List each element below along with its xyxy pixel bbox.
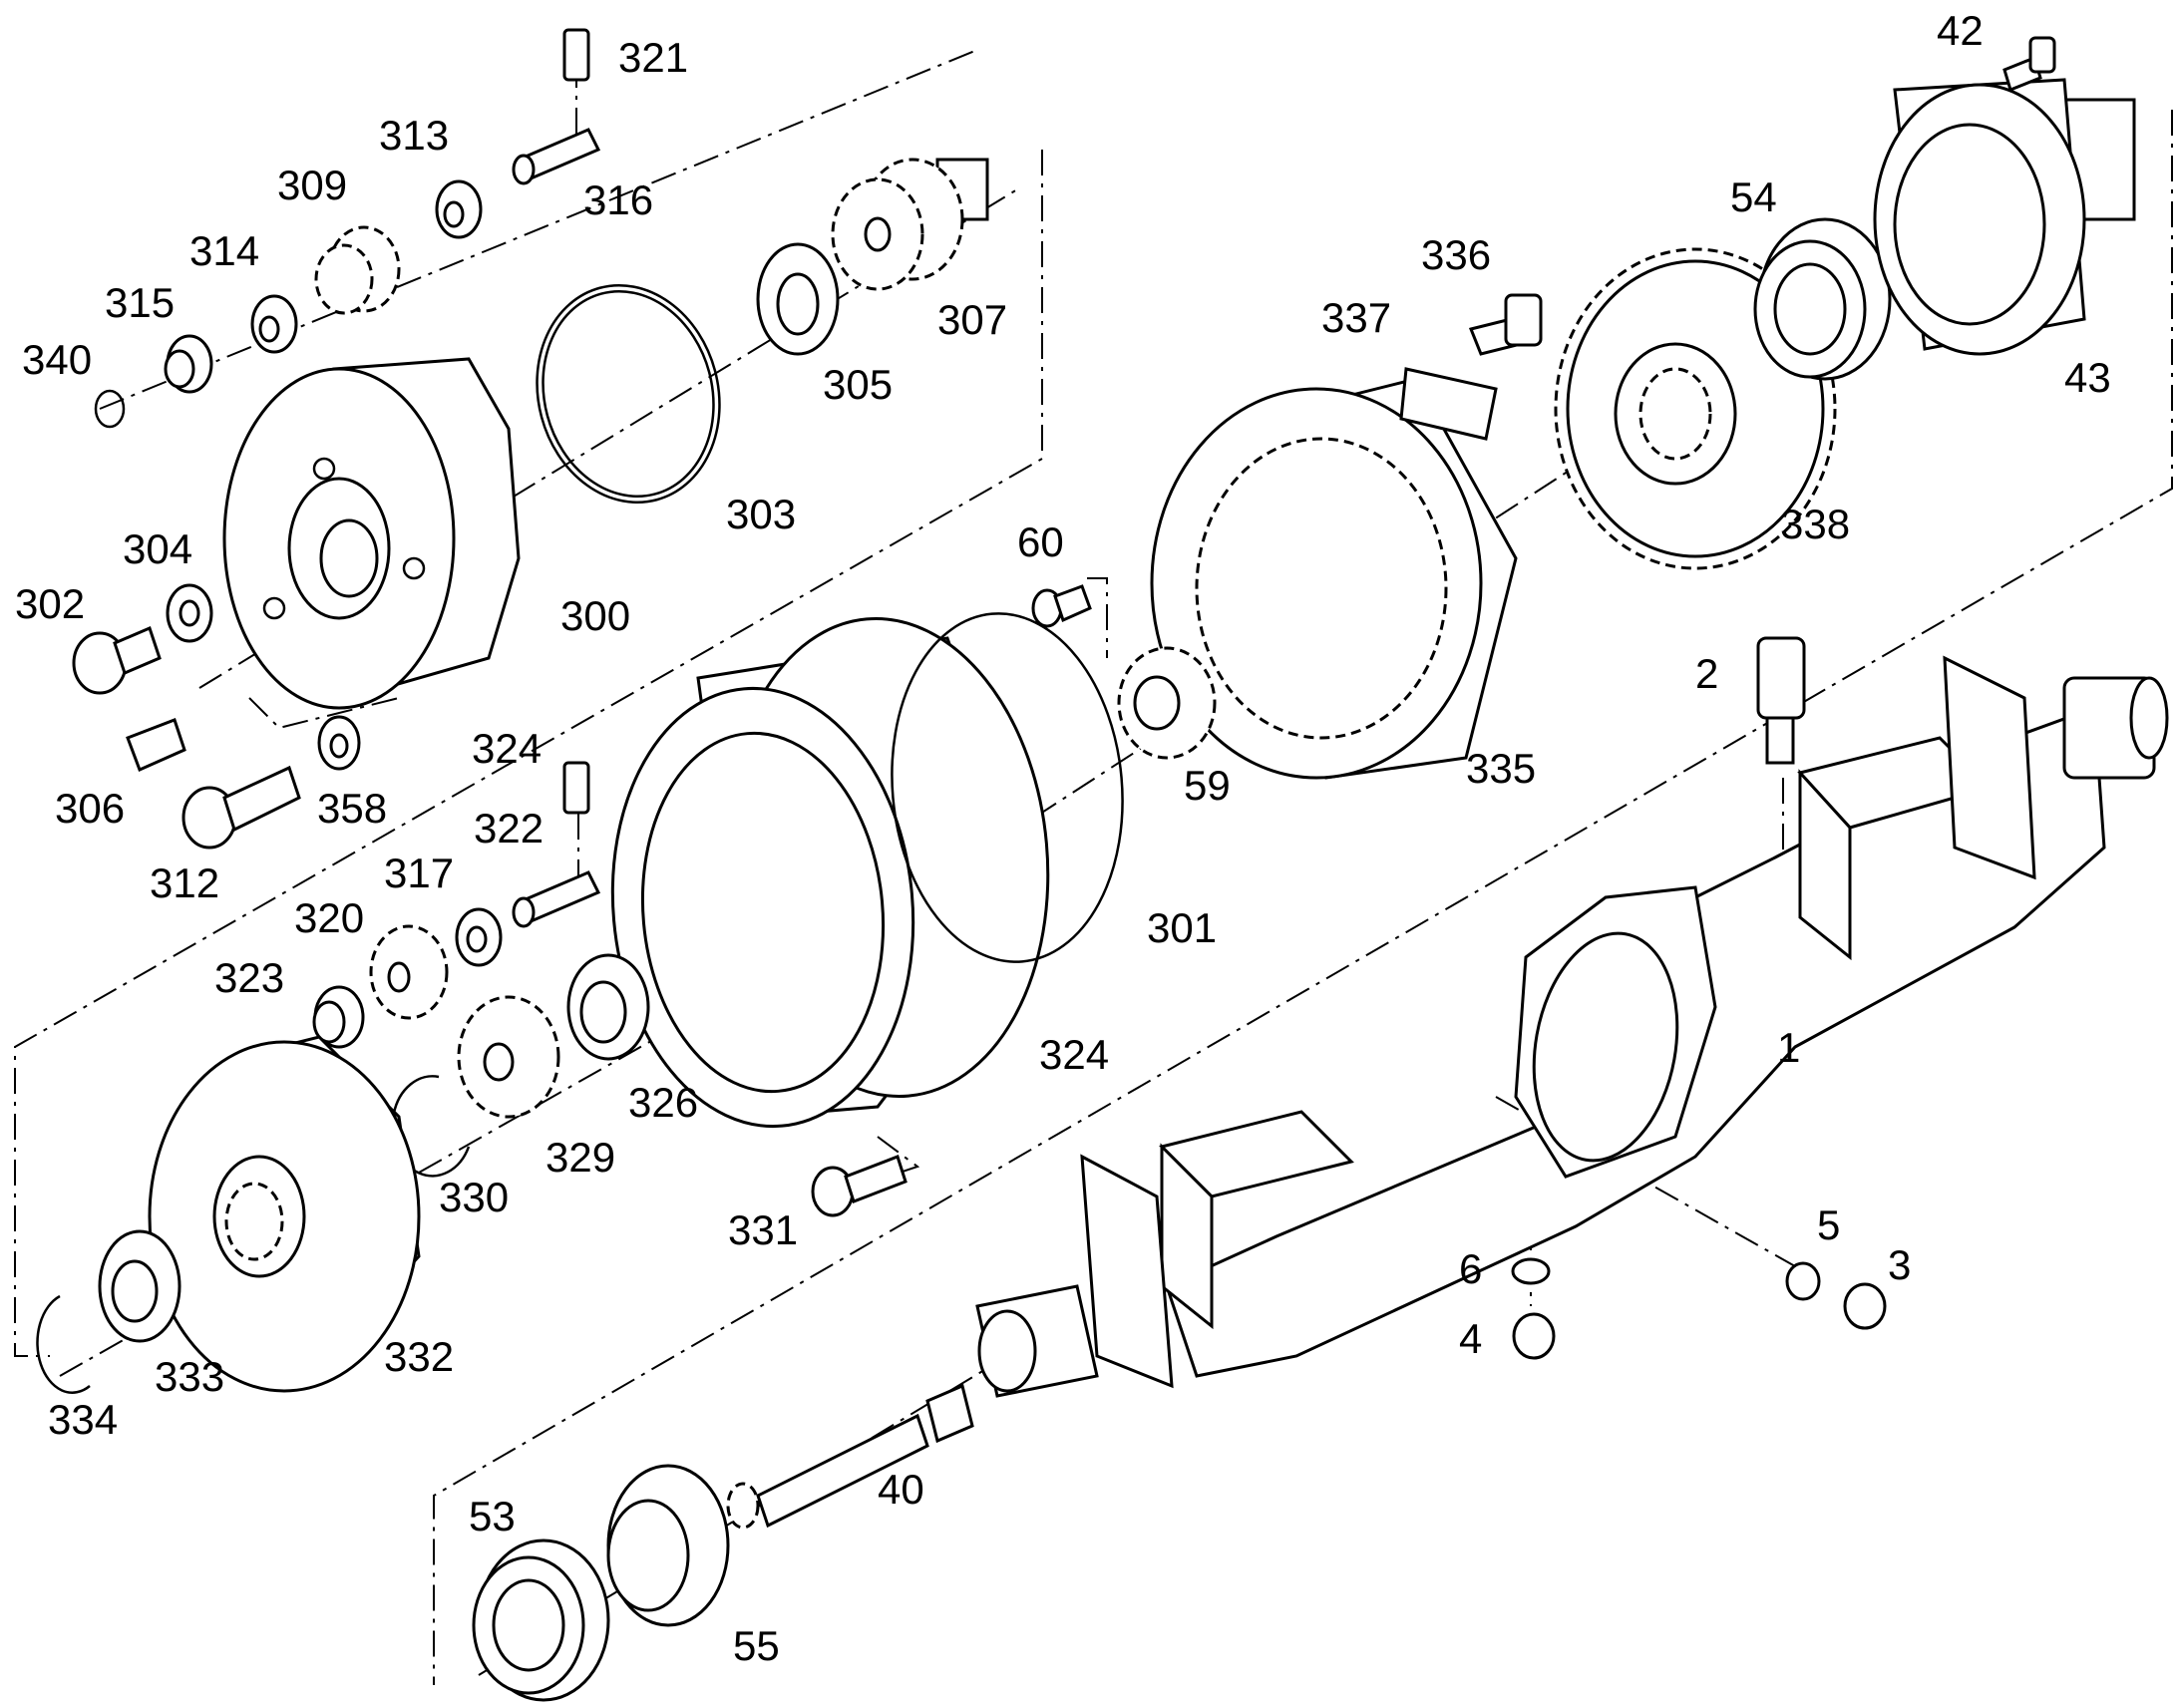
o-ring (536, 283, 721, 505)
callout-317: 330 (439, 1174, 509, 1220)
callout-329: 315 (105, 279, 175, 326)
callout-307: 306 (55, 785, 125, 832)
callout-335: 335 (1466, 745, 1536, 792)
spacer-washer (250, 179, 483, 354)
washer-326 (455, 907, 503, 967)
callout-4: 5 (1817, 1201, 1840, 1248)
callout-53: 53 (469, 1493, 516, 1539)
callout-301: 332 (384, 1333, 454, 1380)
assembly-boundary-lines (14, 110, 2173, 1685)
callout-309: 305 (823, 361, 893, 408)
callout-330: 323 (214, 954, 284, 1001)
callout-331: 316 (583, 176, 653, 223)
callout-2: 2 (1695, 650, 1718, 697)
planet-carrier (222, 357, 521, 710)
callout-326: 317 (384, 850, 454, 896)
callout-300: 300 (560, 592, 630, 639)
snap-ring-small (94, 389, 126, 429)
callout-312: 312 (150, 859, 219, 906)
callout-306: 304 (123, 525, 192, 572)
callout-337: 337 (1321, 294, 1391, 341)
callout-40: 40 (878, 1466, 924, 1513)
callout-313: 331 (728, 1206, 798, 1253)
sun-gear (831, 158, 989, 291)
callout-55: 55 (733, 1622, 780, 1669)
circlip-316 (36, 1294, 91, 1394)
callout-labels: 321 313 316 309 314 315 340 307 305 303 … (15, 7, 2111, 1669)
planet-gear-lower (369, 924, 449, 1020)
sleeve-lower (562, 761, 590, 815)
lock-plate (1399, 367, 1498, 441)
o-ring-inner (542, 289, 715, 499)
planet-gear-upper (314, 225, 401, 315)
callout-43: 42 (1937, 7, 1984, 54)
thrust-washer-321 (98, 1229, 182, 1343)
o-ring-303 (891, 612, 1124, 963)
cap-screw-313 (811, 1155, 908, 1217)
washer-306 (166, 583, 213, 643)
bolt-43 (2002, 36, 2056, 93)
bolt-338 (1468, 293, 1543, 356)
needle-bearing-upper (164, 334, 213, 394)
callout-324: 313 (379, 112, 449, 159)
planet-carrier-301 (148, 1035, 421, 1393)
callout-302: 324 (1039, 1031, 1109, 1078)
callout-59: 59 (1184, 762, 1231, 809)
hex-nut (1117, 646, 1217, 760)
sleeve-upper (562, 28, 590, 82)
callout-324b: 314 (189, 227, 259, 274)
callout-5: 4 (1459, 1315, 1482, 1362)
plug-5 (1512, 1312, 1556, 1360)
callout-358: 358 (317, 785, 387, 832)
bearing-53 (472, 1538, 610, 1702)
bearing-54 (1753, 217, 1892, 381)
plug-307 (126, 718, 186, 773)
wheel-flange (1873, 78, 2136, 356)
cap-screw (72, 625, 162, 695)
callout-60: 60 (1017, 518, 1064, 565)
callout-305: 302 (15, 580, 85, 627)
planet-gear-315 (457, 995, 560, 1119)
callout-316: 334 (48, 1396, 118, 1443)
planet-pin-upper (512, 128, 601, 185)
callout-54: 54 (1730, 173, 1777, 220)
callout-340: 340 (22, 336, 92, 383)
callout-338: 336 (1421, 231, 1491, 278)
ring-gear (1150, 377, 1518, 780)
shaft-seal-55 (606, 1464, 730, 1627)
callout-333: 321 (618, 34, 688, 81)
callout-42: 43 (2064, 354, 2111, 401)
bolt-312 (182, 765, 301, 850)
callout-323: 320 (294, 894, 364, 941)
callout-336: 338 (1780, 501, 1850, 547)
needle-bearing-lower (312, 985, 365, 1049)
axle-housing (975, 655, 2169, 1398)
callout-321: 333 (155, 1353, 224, 1400)
washer-6 (1511, 1257, 1551, 1285)
washer-4 (1785, 1261, 1821, 1301)
callout-314: 307 (937, 296, 1007, 343)
callout-332: 322 (474, 805, 544, 852)
set-screw-60 (1031, 584, 1092, 628)
callout-303: 301 (1147, 904, 1217, 951)
wheel-hub (610, 617, 1050, 1129)
plug-3 (1843, 1282, 1887, 1330)
callout-334: 324 (472, 725, 542, 772)
callout-6: 6 (1459, 1245, 1482, 1292)
callout-3: 3 (1888, 1241, 1911, 1288)
drive-shaft (726, 1383, 974, 1530)
planet-pin-lower (512, 870, 601, 928)
callout-1: 1 (1777, 1024, 1800, 1071)
callout-315: 329 (545, 1134, 615, 1181)
callout-320: 326 (628, 1079, 698, 1126)
washer-358 (317, 715, 361, 771)
breather-valve (1756, 636, 1806, 765)
callout-304: 303 (726, 491, 796, 537)
thrust-washer-320 (566, 953, 650, 1061)
callout-322: 309 (277, 162, 347, 208)
thrust-washer (756, 242, 840, 356)
